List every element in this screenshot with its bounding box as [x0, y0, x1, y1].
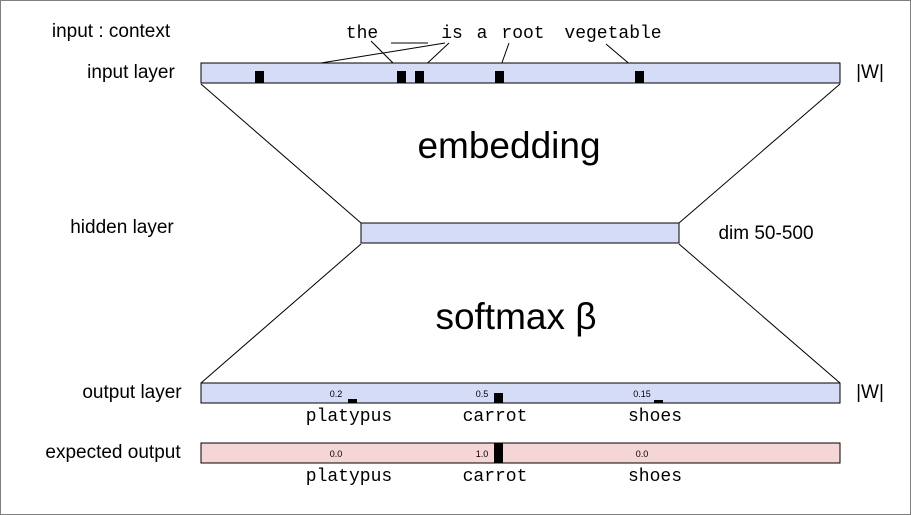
output-value-platypus: 0.2	[330, 389, 343, 399]
expected-bar-carrot	[494, 443, 503, 463]
output-bar-carrot	[494, 393, 503, 403]
expected-value-carrot: 1.0	[476, 449, 489, 459]
hidden-layer-label: hidden layer	[70, 217, 174, 238]
output-word-platypus: platypus	[306, 407, 392, 427]
input-context-label: input : context	[52, 21, 171, 42]
output-layer-bar	[200, 382, 841, 404]
hidden-layer-bar	[360, 222, 680, 244]
sentence-word-the: the	[346, 24, 378, 44]
input-vocab-size-label: |W|	[856, 62, 884, 83]
embedding-left-edge	[200, 83, 362, 224]
sentence-word-is: is	[441, 24, 463, 44]
sentence-word-vegetable: vegetable	[564, 24, 661, 44]
expected-marks: 0.0 platypus 1.0 carrot 0.0 shoes	[306, 443, 682, 487]
output-word-carrot: carrot	[463, 407, 528, 427]
expected-value-platypus: 0.0	[330, 449, 343, 459]
output-bar-platypus	[348, 399, 357, 403]
output-word-shoes: shoes	[628, 407, 682, 427]
softmax-label: softmax β	[435, 296, 596, 337]
input-layer-bar	[200, 62, 841, 84]
output-value-carrot: 0.5	[476, 389, 489, 399]
output-layer-label: output layer	[82, 382, 182, 403]
input-unit-is	[415, 71, 424, 83]
sentence-word-a: a	[477, 24, 488, 44]
expected-word-platypus: platypus	[306, 467, 392, 487]
expected-word-carrot: carrot	[463, 467, 528, 487]
input-unit-root	[495, 71, 504, 83]
input-unit-the	[397, 71, 406, 83]
hidden-dim-label: dim 50-500	[718, 223, 813, 244]
expected-word-shoes: shoes	[628, 467, 682, 487]
input-unit-vegetable	[635, 71, 644, 83]
input-unit-blank	[255, 71, 264, 83]
expected-value-shoes: 0.0	[636, 449, 649, 459]
expected-output-label: expected output	[45, 442, 181, 463]
output-value-shoes: 0.15	[633, 389, 651, 399]
input-layer-label: input layer	[87, 62, 175, 83]
output-marks: 0.2 platypus 0.5 carrot 0.15 shoes	[306, 389, 682, 427]
expected-output-bar	[200, 442, 841, 464]
embedding-label: embedding	[417, 125, 600, 166]
sentence-word-root: root	[501, 24, 544, 44]
softmax-right-edge	[678, 243, 841, 384]
output-vocab-size-label: |W|	[856, 382, 884, 403]
output-bar-shoes	[654, 400, 663, 403]
softmax-left-edge	[200, 243, 362, 384]
embedding-right-edge	[678, 83, 841, 224]
